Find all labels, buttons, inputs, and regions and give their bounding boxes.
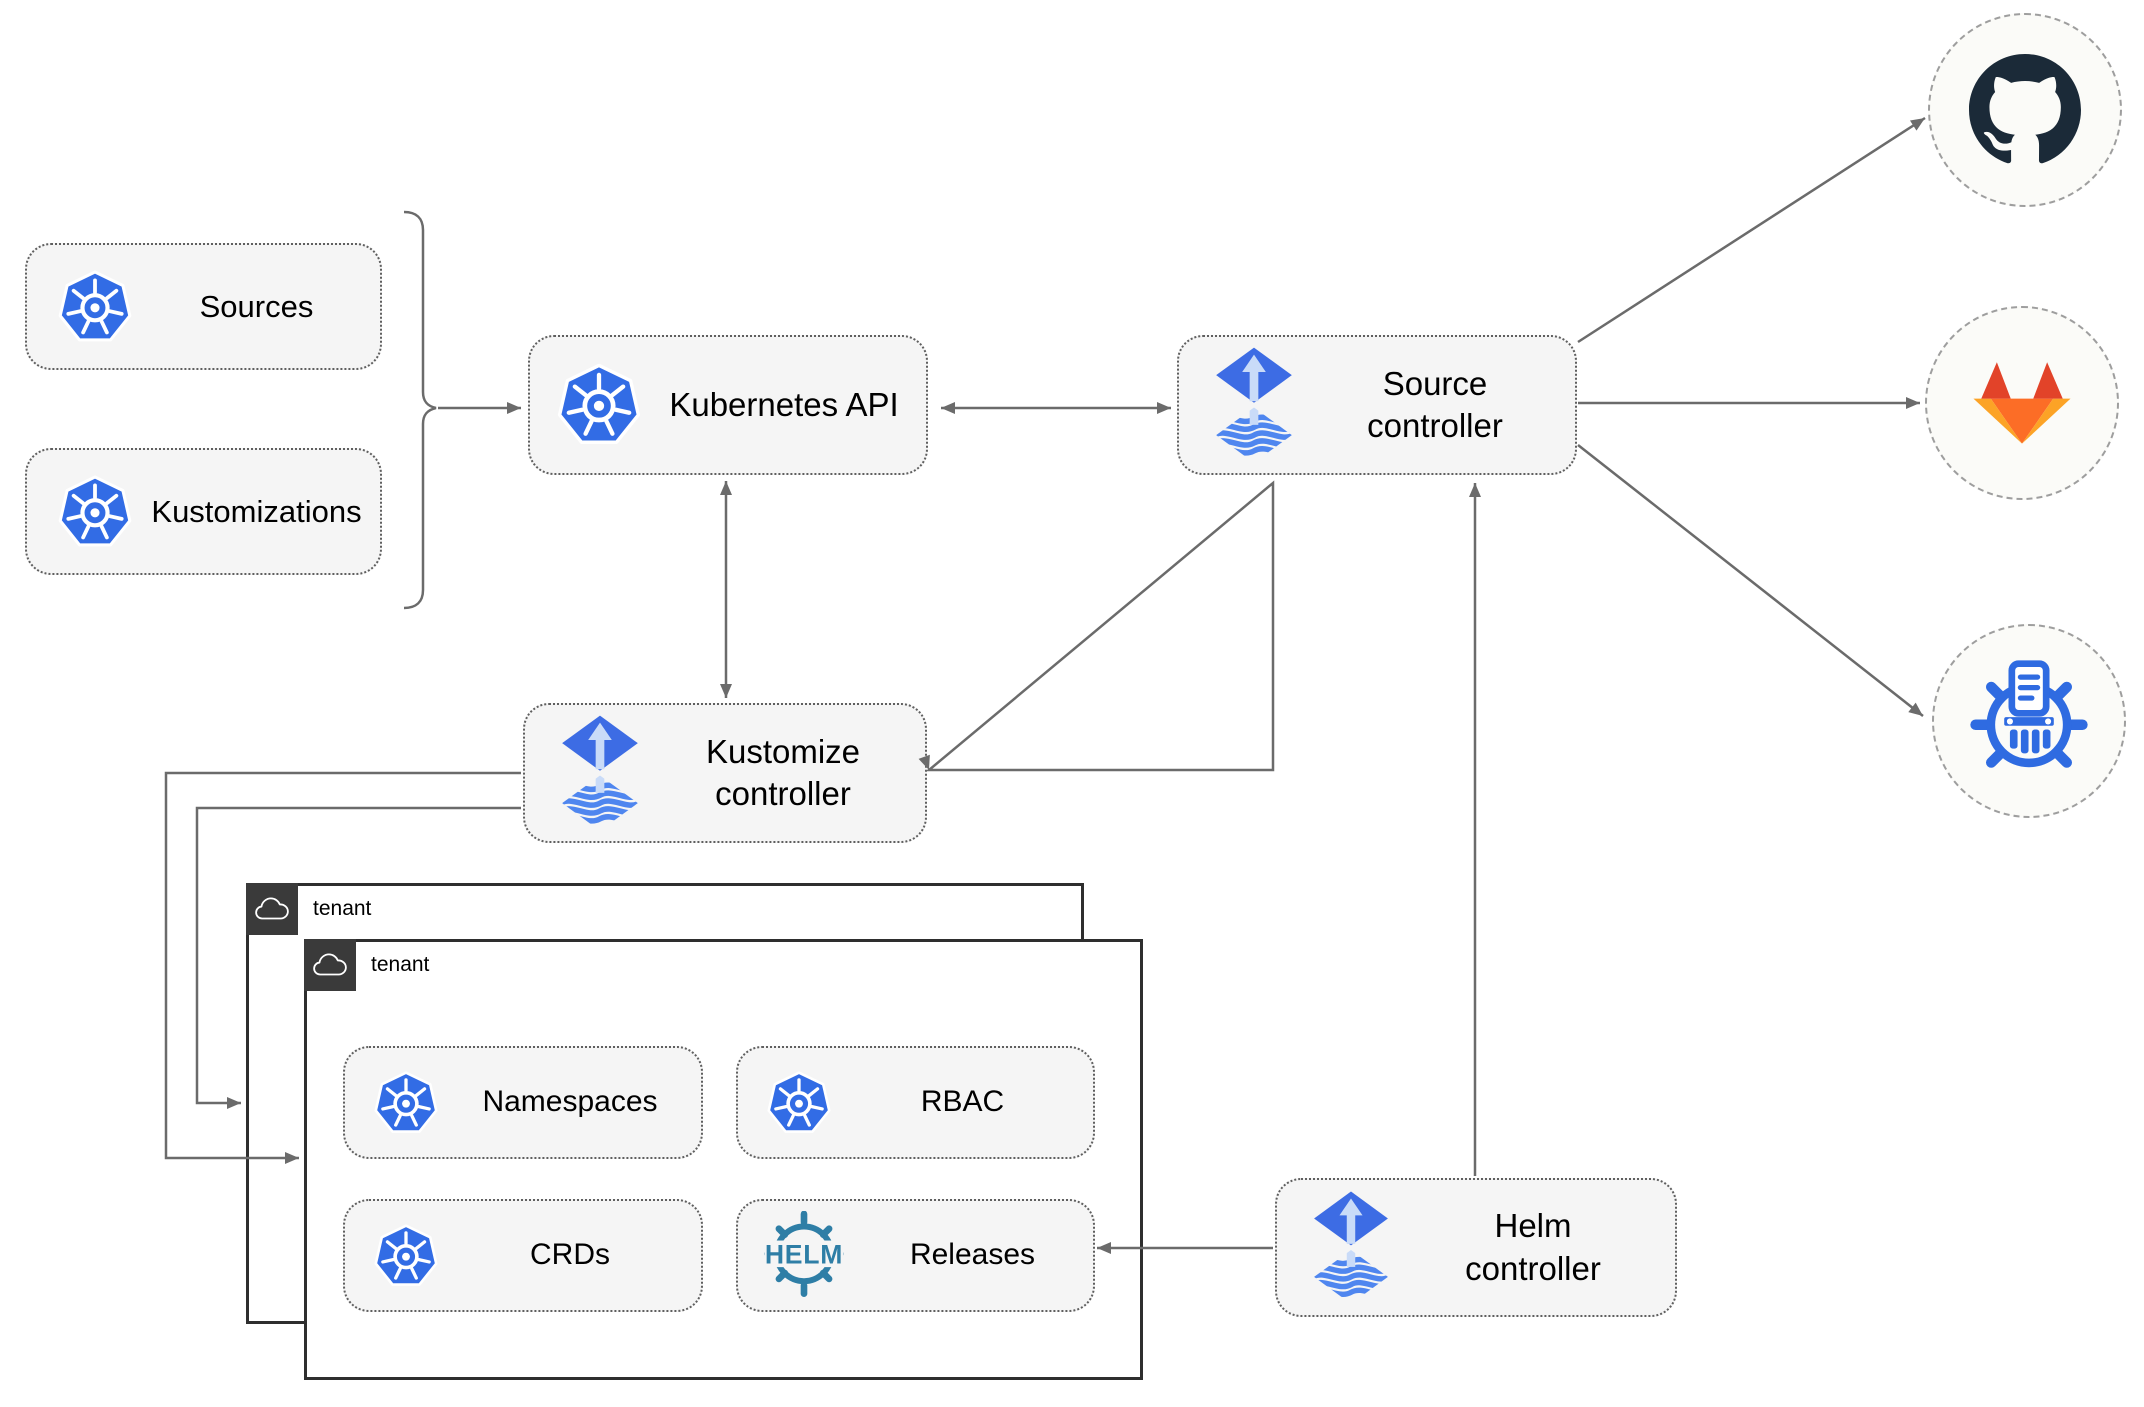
kubernetes-icon	[373, 1070, 439, 1133]
brace-sources-group	[403, 210, 437, 610]
node-kubernetes-api: Kubernetes API	[528, 335, 928, 475]
node-label: Helm controller	[1391, 1205, 1675, 1289]
label-line1: Kustomize	[705, 732, 861, 770]
edge-kustomize-to-source	[929, 480, 1275, 770]
harbor-registry-icon	[1970, 660, 2088, 768]
label-line1: Helm	[1494, 1207, 1572, 1245]
label-line2: controller	[1367, 407, 1503, 444]
cloud-icon	[255, 897, 289, 920]
endpoint-harbor	[1932, 624, 2126, 818]
gitlab-tanuki-icon	[1973, 362, 2071, 444]
node-label: Releases	[909, 1238, 1036, 1272]
edge-source-to-github	[1577, 116, 1926, 344]
github-octocat-icon	[1969, 54, 2081, 164]
node-label: CRDs	[530, 1238, 610, 1272]
kubernetes-icon	[556, 362, 642, 448]
helm-logo-icon: HELM	[764, 1211, 844, 1298]
kubernetes-icon	[57, 474, 133, 550]
tenant-group-inner: tenant Namespaces RBAC CRDs HELM	[304, 939, 1143, 1380]
tenant-label: tenant	[371, 953, 430, 976]
node-label: Sources	[199, 288, 314, 324]
tenant-tab	[246, 883, 298, 935]
kubernetes-icon	[766, 1070, 832, 1133]
edge-source-to-harbor	[1577, 444, 1924, 717]
node-namespaces: Namespaces	[343, 1046, 703, 1159]
kubernetes-icon	[373, 1223, 439, 1286]
node-source-controller: Source controller	[1177, 335, 1577, 475]
flux-icon	[559, 714, 641, 832]
tenant-tab	[304, 939, 356, 991]
node-label: Kubernetes API	[669, 385, 899, 423]
node-helm-controller: Helm controller	[1275, 1178, 1677, 1317]
label-line2: controller	[715, 775, 851, 812]
node-kustomize-controller: Kustomize controller	[523, 703, 927, 843]
endpoint-gitlab	[1925, 306, 2119, 500]
node-releases: HELM Releases	[736, 1199, 1095, 1312]
flux-icon	[1311, 1190, 1391, 1305]
endpoint-github	[1928, 13, 2122, 207]
node-label: Kustomize controller	[641, 731, 925, 815]
cloud-icon	[313, 953, 347, 976]
node-kustomizations: Kustomizations	[25, 448, 382, 575]
node-label: Kustomizations	[151, 493, 362, 529]
label-line2: controller	[1465, 1249, 1601, 1287]
node-label: Source controller	[1295, 363, 1575, 447]
flux-icon	[1213, 346, 1295, 464]
label-line1: Source	[1382, 364, 1488, 402]
kubernetes-icon	[57, 269, 133, 345]
tenant-label: tenant	[313, 897, 372, 920]
node-crds: CRDs	[343, 1199, 703, 1312]
node-rbac: RBAC	[736, 1046, 1095, 1159]
node-sources: Sources	[25, 243, 382, 370]
helm-logo-text: HELM	[765, 1240, 843, 1270]
node-label: RBAC	[920, 1085, 1005, 1119]
node-label: Namespaces	[482, 1085, 658, 1119]
